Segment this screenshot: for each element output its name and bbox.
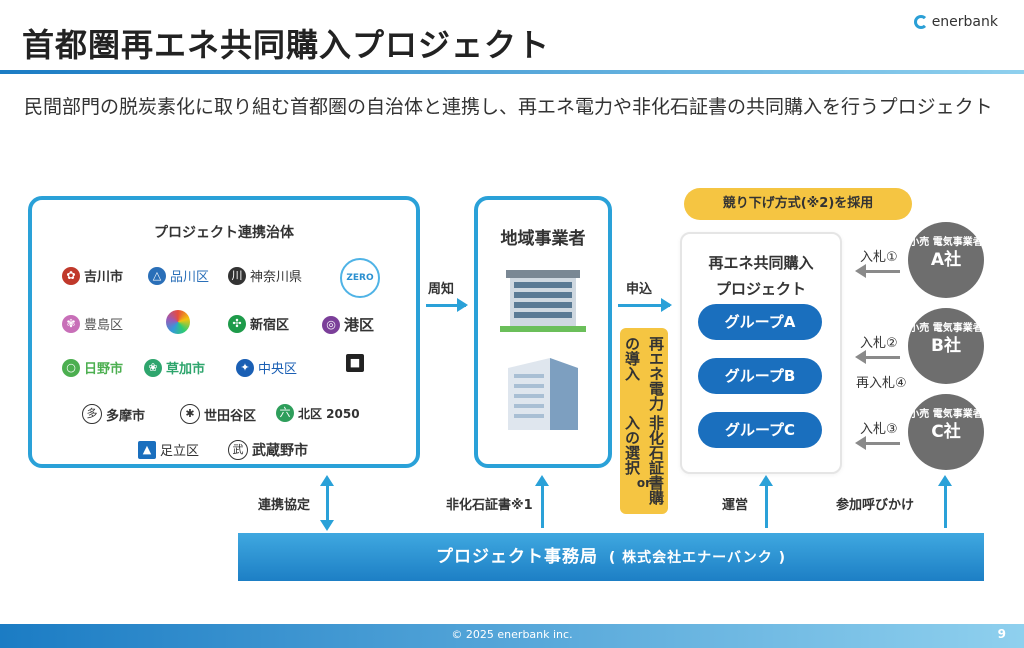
logo-shinagawa: △ 品川区 bbox=[148, 266, 209, 285]
logo-adachi: ▲ 足立区 bbox=[138, 440, 199, 459]
logo-kita: 六 北区 2050 bbox=[276, 404, 360, 422]
title-divider bbox=[0, 70, 1024, 74]
page-number: 9 bbox=[997, 627, 1006, 641]
kanagawa-emblem-icon: 川 bbox=[228, 266, 246, 285]
operation-arrow bbox=[759, 475, 773, 528]
logo-yoshikawa: ✿ 吉川市 bbox=[62, 266, 123, 285]
brand-name: enerbank bbox=[931, 14, 998, 30]
logo-toshima: ✾ 豊島区 bbox=[62, 314, 123, 333]
tower-building-icon bbox=[508, 358, 578, 430]
office-main: プロジェクト事務局 bbox=[435, 547, 598, 567]
logo-minato: ◎ 港区 bbox=[322, 314, 374, 335]
bid-1-label: 入札① bbox=[860, 250, 898, 265]
call-arrow bbox=[938, 475, 952, 528]
apply-label: 申込 bbox=[626, 282, 653, 297]
group-a-button[interactable]: グループA bbox=[698, 304, 822, 340]
group-c-button[interactable]: グループC bbox=[698, 412, 822, 448]
enerbank-logo-icon bbox=[913, 15, 928, 29]
local-business-title: 地域事業者 bbox=[500, 229, 586, 249]
logo-musashino: 武 武蔵野市 bbox=[228, 440, 308, 460]
tama-emblem-icon: 多 bbox=[82, 404, 102, 424]
logo-tama: 多 多摩市 bbox=[82, 404, 145, 424]
bid-2-arrow bbox=[855, 350, 900, 364]
project-title: 再エネ共同購入 プロジェクト bbox=[708, 254, 814, 298]
retailer-a-circle: 小売 電気事業者 A社 bbox=[908, 222, 984, 298]
call-label: 参加呼びかけ bbox=[836, 498, 915, 513]
logo-chuo: ✦ 中央区 bbox=[236, 358, 297, 377]
bid-3-arrow bbox=[855, 436, 900, 450]
logo-zero-carbon: ZERO bbox=[340, 258, 380, 298]
kita-emblem-icon: 六 bbox=[276, 404, 294, 422]
logo-kanagawa: 川 神奈川県 bbox=[228, 266, 302, 285]
soka-emblem-icon: ❀ bbox=[144, 358, 162, 377]
selection-line1: 再エネ電力の導入 bbox=[623, 336, 665, 411]
copyright: © 2025 enerbank inc. bbox=[451, 628, 573, 641]
logo-hino: ○ 日野市 bbox=[62, 358, 123, 377]
rebid-4-label: 再入札④ bbox=[856, 376, 907, 391]
logo-black-emblem: ■ bbox=[346, 354, 364, 372]
office-building-icon bbox=[500, 270, 586, 332]
partnership-arrow bbox=[320, 475, 334, 531]
bid-1-arrow bbox=[855, 264, 900, 278]
shinagawa-emblem-icon: △ bbox=[148, 266, 166, 285]
brand-logo: enerbank bbox=[913, 14, 998, 30]
partnership-label: 連携協定 bbox=[258, 498, 311, 513]
toshima-emblem-icon: ✾ bbox=[62, 314, 80, 333]
yoshikawa-emblem-icon: ✿ bbox=[62, 266, 80, 285]
project-box: 再エネ共同購入 プロジェクト グループA グループB グループC bbox=[680, 232, 842, 474]
notice-arrow bbox=[426, 298, 468, 312]
page-subtitle: 民間部門の脱炭素化に取り組む首都圏の自治体と連携し、再エネ電力や非化石証書の共同… bbox=[24, 96, 993, 118]
notice-label: 周知 bbox=[428, 282, 455, 297]
operation-label: 運営 bbox=[722, 498, 749, 513]
colorful-emblem-icon bbox=[166, 310, 190, 334]
black-emblem-icon: ■ bbox=[346, 354, 364, 372]
musashino-emblem-icon: 武 bbox=[228, 440, 248, 460]
apply-arrow bbox=[618, 298, 672, 312]
retailer-b-circle: 小売 電気事業者 B社 bbox=[908, 308, 984, 384]
group-b-button[interactable]: グループB bbox=[698, 358, 822, 394]
minato-emblem-icon: ◎ bbox=[322, 315, 340, 334]
certificate-arrow bbox=[535, 475, 549, 528]
local-business-box: 地域事業者 bbox=[474, 196, 612, 468]
bid-2-label: 入札② bbox=[860, 336, 898, 351]
selection-or: or bbox=[636, 476, 652, 490]
adachi-emblem-icon: ▲ bbox=[138, 440, 156, 459]
page-title: 首都圏再エネ共同購入プロジェクト bbox=[22, 26, 551, 64]
office-sub: ( 株式会社エナーバンク ) bbox=[608, 550, 787, 566]
project-office-bar: プロジェクト事務局 ( 株式会社エナーバンク ) bbox=[238, 533, 984, 581]
footer-bar bbox=[0, 624, 1024, 648]
municipalities-box: プロジェクト連携治体 ✿ 吉川市 △ 品川区 川 神奈川県 ZERO ✾ 豊島区… bbox=[28, 196, 420, 468]
setagaya-emblem-icon: ✱ bbox=[180, 404, 200, 424]
method-pill: 競り下げ方式(※2)を採用 bbox=[684, 188, 912, 220]
shinjuku-emblem-icon: ✣ bbox=[228, 314, 246, 333]
logo-shinjuku: ✣ 新宿区 bbox=[228, 314, 289, 333]
municipalities-title: プロジェクト連携治体 bbox=[154, 225, 294, 241]
certificate-label: 非化石証書※1 bbox=[446, 498, 533, 513]
selection-line2: 非化石証書購入の選択 bbox=[623, 415, 665, 506]
retailer-c-circle: 小売 電気事業者 C社 bbox=[908, 394, 984, 470]
logo-setagaya: ✱ 世田谷区 bbox=[180, 404, 256, 424]
bid-3-label: 入札③ bbox=[860, 422, 898, 437]
logo-colorful-emblem bbox=[166, 310, 190, 334]
selection-banner: 再エネ電力の導入 非化石証書購入の選択 or bbox=[620, 328, 668, 514]
logo-soka: ❀ 草加市 bbox=[144, 358, 205, 377]
chuo-emblem-icon: ✦ bbox=[236, 358, 254, 377]
hino-emblem-icon: ○ bbox=[62, 358, 80, 377]
